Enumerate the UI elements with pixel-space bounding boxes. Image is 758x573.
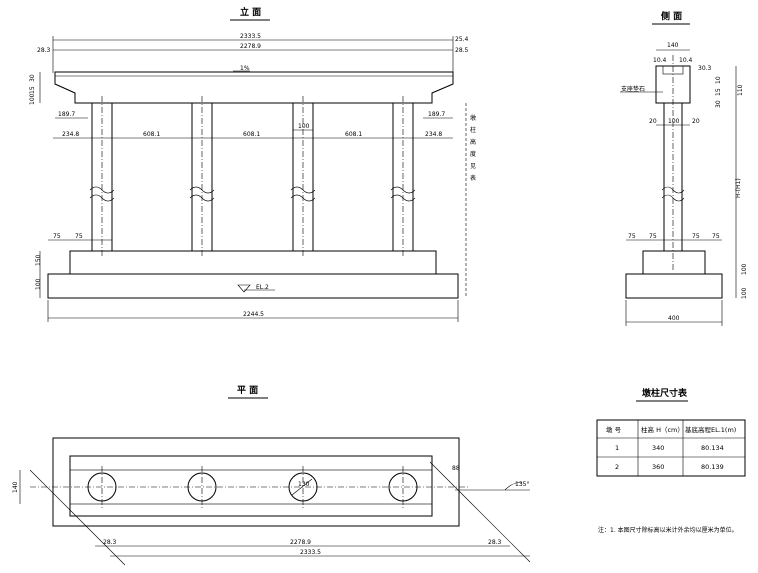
dim-column-dia: 100 xyxy=(298,123,310,130)
front-columns xyxy=(89,96,416,258)
slope-label: 1% xyxy=(240,65,250,72)
side-foot-d: 75 xyxy=(712,233,720,240)
side-dim-base-width: 400 xyxy=(668,315,680,322)
svg-text:表: 表 xyxy=(470,174,476,182)
plan-bottom-total: 2333.5 xyxy=(300,549,321,556)
dim-span-2: 608.1 xyxy=(243,131,260,138)
dim-span-end-right: 234.8 xyxy=(425,131,442,138)
side-footing-lower xyxy=(625,273,723,299)
side-footing-upper xyxy=(642,250,706,275)
side-footing-h2: 100 xyxy=(741,287,748,299)
dim-foot-b: 75 xyxy=(75,233,83,240)
side-foot-b: 75 xyxy=(649,233,657,240)
bearing-label: 支座垫石 xyxy=(621,85,645,93)
dim-deck-width: 2278.9 xyxy=(240,43,261,50)
plan-footing-upper xyxy=(69,455,433,517)
side-dim-cap-h: 110 xyxy=(737,84,744,96)
dim-edge-right: 28.5 xyxy=(455,47,469,54)
plan-edge-left: 28.3 xyxy=(103,539,117,546)
side-footing-h1: 100 xyxy=(741,263,748,275)
pier-size-table: 墩柱尺寸表 墩 号 柱高 H（cm） 基底高程EL.1(m) 1 340 80.… xyxy=(596,387,746,477)
dim-cap-side-left: 189.7 xyxy=(58,111,75,118)
table-header-elevation: 基底高程EL.1(m) xyxy=(685,425,736,434)
side-foot-a: 75 xyxy=(628,233,636,240)
plan-view: 平 面 130 135° 88 140 28.3 2278.9 28.3 xyxy=(12,385,531,566)
dim-cap-side-right: 189.7 xyxy=(428,111,445,118)
side-dim-col-side-l: 20 xyxy=(649,118,657,125)
plan-view-title: 平 面 xyxy=(237,385,258,396)
svg-text:度: 度 xyxy=(470,150,476,158)
side-dim-d2: 10.4 xyxy=(679,57,693,64)
front-view-title: 立 面 xyxy=(240,6,261,18)
side-dim-va: 10 xyxy=(715,76,722,84)
side-dim-d3: 30.3 xyxy=(698,65,712,72)
elevation-label: EL.2 xyxy=(256,284,269,291)
plan-diag-a: 88 xyxy=(452,465,460,472)
dim-footing-h1: 150 xyxy=(35,254,42,266)
table-cell: 1 xyxy=(615,444,619,452)
table-cell: 360 xyxy=(652,463,664,471)
svg-text:柱: 柱 xyxy=(470,126,476,134)
plan-angle: 135° xyxy=(515,481,529,488)
dim-edge-right-top: 25.4 xyxy=(455,36,469,43)
dim-cap-v4: 100 xyxy=(29,93,36,105)
side-dim-col-side-r: 20 xyxy=(692,118,700,125)
dim-cap-v1: 30 xyxy=(29,74,36,82)
drawing-note: 注：1. 本图尺寸除标高以米计外余均以厘米为单位。 xyxy=(598,526,738,534)
plan-edge-right: 28.3 xyxy=(488,539,502,546)
table-cell: 80.139 xyxy=(701,463,724,471)
front-elevation-view: 立 面 2333.5 2278.9 28.3 25.4 28.5 1% 30 1… xyxy=(29,6,476,322)
side-dim-vc: 30 xyxy=(715,100,722,108)
dim-edge-left: 28.3 xyxy=(37,47,51,54)
dim-span-end-left: 234.8 xyxy=(62,131,79,138)
side-view-title: 侧 面 xyxy=(661,10,682,22)
side-dim-vb: 15 xyxy=(715,88,722,96)
dim-span-3: 608.1 xyxy=(345,131,362,138)
table-title: 墩柱尺寸表 xyxy=(642,387,688,399)
plan-diag-b: 130 xyxy=(298,481,310,488)
table-header-height: 柱高 H（cm） xyxy=(641,425,684,434)
dim-cap-v3: 15 xyxy=(29,86,36,94)
plan-bottom-deck: 2278.9 xyxy=(290,539,311,546)
dim-span-1: 608.1 xyxy=(143,131,160,138)
footing-lower xyxy=(47,273,459,299)
table-cell: 340 xyxy=(652,444,664,452)
plan-footing-lower xyxy=(52,437,460,527)
table-cell: 80.134 xyxy=(701,444,724,452)
dim-foot-a: 75 xyxy=(53,233,61,240)
svg-text:见: 见 xyxy=(470,163,476,170)
side-height-label: H-(H1) xyxy=(735,178,742,198)
side-view: 侧 面 140 10.4 10.4 30.3 支座垫石 10 15 30 110… xyxy=(620,10,748,326)
table-cell: 2 xyxy=(615,463,619,471)
dim-base-width: 2244.5 xyxy=(243,311,264,318)
side-dim-col-w: 100 xyxy=(668,118,680,125)
side-foot-c: 75 xyxy=(692,233,700,240)
side-height-note: 墩 柱 高 度 见 表 xyxy=(470,114,476,182)
table-header-pier: 墩 号 xyxy=(606,425,622,434)
dim-total-top: 2333.5 xyxy=(240,33,261,40)
plan-width-label: 140 xyxy=(12,481,19,493)
plan-cap-outline xyxy=(69,469,433,505)
svg-text:高: 高 xyxy=(470,138,476,146)
pier-cap-beam xyxy=(54,71,454,104)
svg-text:墩: 墩 xyxy=(470,114,476,122)
dim-footing-h2: 100 xyxy=(35,278,42,290)
side-dim-d1: 10.4 xyxy=(653,57,667,64)
footing-upper xyxy=(69,250,437,275)
side-dim-top-width: 140 xyxy=(667,42,679,49)
